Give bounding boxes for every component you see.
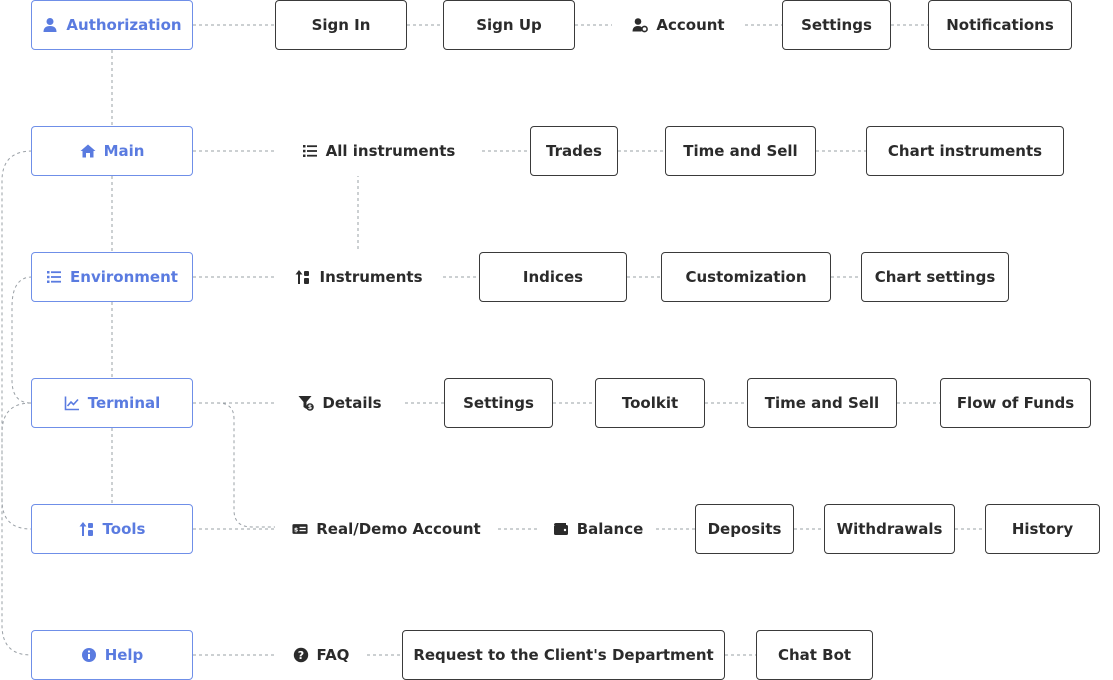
node-label: Notifications: [946, 16, 1054, 34]
instruments-node[interactable]: Instruments: [275, 252, 443, 302]
sign-up-node[interactable]: Sign Up: [443, 0, 575, 50]
terminal-time-and-sell-node[interactable]: Time and Sell: [747, 378, 897, 428]
category-main[interactable]: Main: [31, 126, 193, 176]
sort-arrows-icon: [295, 269, 311, 285]
list-icon: [302, 143, 318, 159]
history-node[interactable]: History: [985, 504, 1100, 554]
node-label: Instruments: [319, 268, 423, 286]
category-tools[interactable]: Tools: [31, 504, 193, 554]
category-terminal[interactable]: Terminal: [31, 378, 193, 428]
wallet-icon: [553, 521, 569, 537]
request-client-department-node[interactable]: Request to the Client's Department: [402, 630, 725, 680]
node-label: Details: [322, 394, 382, 412]
toolkit-node[interactable]: Toolkit: [595, 378, 705, 428]
node-label: Real/Demo Account: [316, 520, 481, 538]
terminal-settings-node[interactable]: Settings: [444, 378, 553, 428]
chart-instruments-node[interactable]: Chart instruments: [866, 126, 1064, 176]
details-node[interactable]: $ Details: [275, 378, 405, 428]
withdrawals-node[interactable]: Withdrawals: [824, 504, 955, 554]
category-help[interactable]: Help: [31, 630, 193, 680]
node-label: FAQ: [316, 646, 350, 664]
time-and-sell-node[interactable]: Time and Sell: [665, 126, 816, 176]
flow-of-funds-node[interactable]: Flow of Funds: [940, 378, 1091, 428]
chart-settings-node[interactable]: Chart settings: [861, 252, 1009, 302]
notifications-node[interactable]: Notifications: [928, 0, 1072, 50]
node-label: Account: [656, 16, 725, 34]
question-circle-icon: ?: [293, 647, 309, 663]
node-label: Sign In: [311, 16, 371, 34]
info-circle-icon: [81, 647, 97, 663]
list-icon: [46, 269, 62, 285]
svg-text:$: $: [308, 404, 312, 411]
node-label: Time and Sell: [683, 142, 798, 160]
user-gear-icon: [632, 17, 649, 33]
node-label: Chat Bot: [777, 646, 852, 664]
indices-node[interactable]: Indices: [479, 252, 627, 302]
sign-in-node[interactable]: Sign In: [275, 0, 407, 50]
category-label: Terminal: [87, 394, 161, 412]
node-label: Toolkit: [621, 394, 679, 412]
node-label: Withdrawals: [836, 520, 943, 538]
svg-text:$: $: [294, 527, 298, 534]
node-label: Flow of Funds: [956, 394, 1075, 412]
account-node[interactable]: Account: [612, 0, 745, 50]
node-label: Chart instruments: [887, 142, 1043, 160]
node-label: Sign Up: [476, 16, 542, 34]
category-authorization[interactable]: Authorization: [31, 0, 193, 50]
category-environment[interactable]: Environment: [31, 252, 193, 302]
node-label: History: [1011, 520, 1074, 538]
node-label: Balance: [576, 520, 644, 538]
all-instruments-node[interactable]: All instruments: [275, 126, 482, 176]
money-check-icon: $: [292, 521, 308, 537]
deposits-node[interactable]: Deposits: [695, 504, 794, 554]
category-label: Main: [103, 142, 145, 160]
node-label: All instruments: [325, 142, 456, 160]
funnel-dollar-icon: $: [298, 395, 315, 411]
node-label: Settings: [463, 394, 534, 412]
node-label: Settings: [801, 16, 872, 34]
sort-arrows-icon: [79, 521, 95, 537]
settings-node[interactable]: Settings: [782, 0, 891, 50]
category-label: Environment: [70, 268, 178, 286]
node-label: Request to the Client's Department: [413, 646, 714, 664]
node-label: Trades: [546, 142, 602, 160]
node-label: Customization: [685, 268, 807, 286]
category-label: Authorization: [66, 16, 182, 34]
node-label: Time and Sell: [764, 394, 880, 412]
user-icon: [42, 17, 58, 33]
trades-node[interactable]: Trades: [530, 126, 618, 176]
chart-line-icon: [64, 395, 80, 411]
faq-node[interactable]: ? FAQ: [275, 630, 367, 680]
home-icon: [80, 143, 96, 159]
node-label: Indices: [522, 268, 584, 286]
category-label: Help: [104, 646, 144, 664]
customization-node[interactable]: Customization: [661, 252, 831, 302]
node-label: Chart settings: [874, 268, 996, 286]
node-label: Deposits: [707, 520, 782, 538]
category-label: Tools: [102, 520, 146, 538]
svg-text:?: ?: [297, 649, 303, 662]
chat-bot-node[interactable]: Chat Bot: [756, 630, 873, 680]
real-demo-account-node[interactable]: $ Real/Demo Account: [275, 504, 498, 554]
balance-node[interactable]: Balance: [540, 504, 656, 554]
